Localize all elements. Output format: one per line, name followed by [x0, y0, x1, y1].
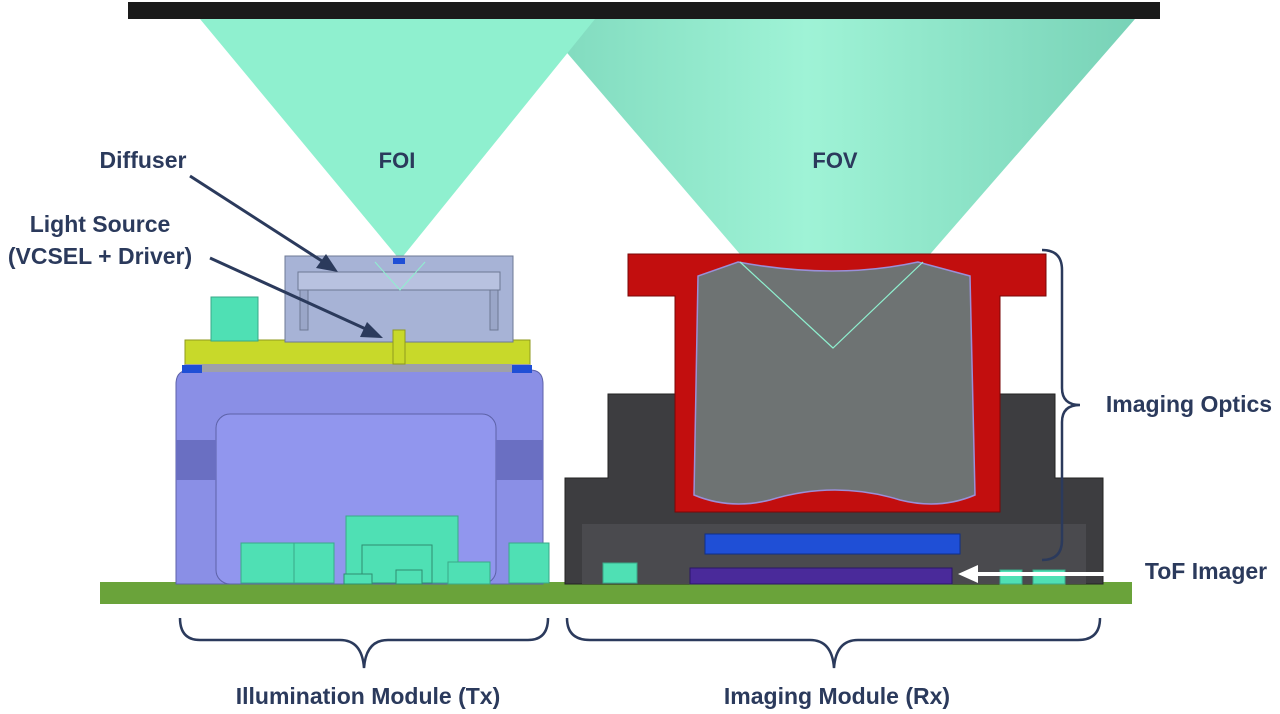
imaging-module-label: Imaging Module (Rx)	[724, 683, 950, 709]
tx-lid	[184, 339, 531, 367]
vcsel-chip	[392, 329, 406, 365]
sensor-filter	[704, 533, 961, 555]
light-source-arrow-line	[209, 256, 369, 332]
rx-component-1	[602, 562, 638, 584]
tof-imager-label: ToF Imager	[1145, 558, 1267, 584]
imaging-module-brace-icon	[565, 617, 1102, 669]
tx-component-1	[240, 542, 297, 584]
tx-component-6	[395, 569, 423, 585]
imaging-module	[564, 253, 1104, 585]
tx-housing-shadow-left	[176, 440, 216, 480]
diffuser-emitter	[393, 258, 405, 264]
light-source-sublabel: (VCSEL + Driver)	[8, 243, 192, 269]
tx-component-8	[508, 542, 550, 584]
foi-cone	[200, 19, 595, 260]
light-source-label: Light Source	[30, 211, 171, 237]
foi-label: FOI	[379, 148, 416, 173]
tof-imager-arrow-icon	[958, 565, 978, 583]
pcb-board	[100, 582, 1132, 604]
tx-seal-left	[182, 365, 202, 373]
diffuser-post-right	[489, 289, 499, 331]
tx-housing-shadow-right	[496, 440, 543, 480]
illumination-module-label: Illumination Module (Tx)	[236, 683, 500, 709]
diffuser-arrow-icon	[316, 254, 338, 272]
lens-stack	[693, 261, 976, 505]
diffuser-arrow-line	[189, 174, 326, 265]
annotation-arrows	[189, 174, 1108, 583]
target-surface	[128, 2, 1160, 19]
light-source-arrow-icon	[360, 322, 383, 338]
diffuser-beam-lines	[374, 261, 426, 291]
fov-cone	[538, 19, 1135, 260]
tx-component-tall	[210, 296, 259, 342]
lens-ray-lines	[739, 261, 924, 349]
tx-component-5	[343, 573, 373, 585]
fov-label: FOV	[812, 148, 858, 173]
diffuser-plate	[297, 271, 501, 291]
diffuser-label: Diffuser	[100, 147, 187, 173]
tx-component-2	[293, 542, 335, 584]
diffuser-post-left	[299, 289, 309, 331]
tx-seal-right	[512, 365, 532, 373]
tx-component-7	[447, 561, 491, 585]
diffuser-box	[284, 255, 514, 343]
illumination-module-brace-icon	[178, 617, 550, 669]
illumination-module	[175, 255, 550, 585]
imaging-optics-brace-icon	[1041, 248, 1081, 562]
imaging-optics-label: Imaging Optics	[1106, 391, 1272, 417]
tof-imager-chip	[689, 567, 953, 585]
tx-lid-gasket	[185, 364, 530, 372]
